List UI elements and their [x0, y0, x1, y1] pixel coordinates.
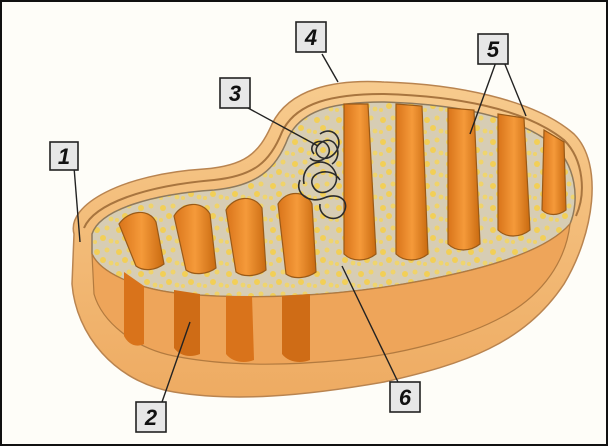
callout-5: 5 — [478, 34, 508, 64]
mitochondrion-diagram: 1 2 3 4 5 6 — [4, 4, 608, 446]
svg-text:4: 4 — [304, 25, 317, 50]
callout-1: 1 — [50, 142, 78, 170]
callout-2: 2 — [136, 402, 166, 432]
callout-4: 4 — [296, 22, 326, 52]
svg-text:1: 1 — [58, 144, 70, 169]
svg-text:5: 5 — [487, 37, 500, 62]
callout-3: 3 — [220, 78, 250, 108]
svg-text:2: 2 — [144, 405, 158, 430]
svg-text:3: 3 — [229, 81, 241, 106]
svg-text:6: 6 — [399, 385, 412, 410]
callout-6: 6 — [390, 382, 420, 412]
